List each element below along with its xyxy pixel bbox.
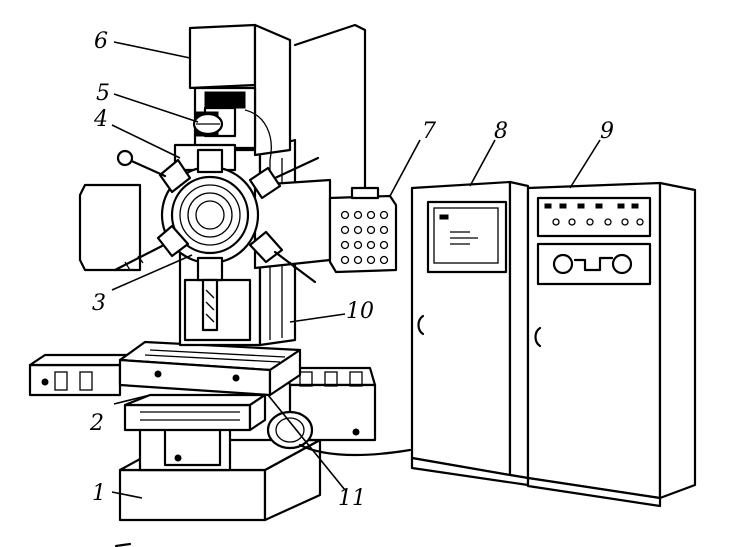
- pendant-buttons: [340, 210, 389, 265]
- spindle-upper-right: [248, 156, 320, 200]
- callout-9: 9: [600, 119, 614, 144]
- pendant-control: [328, 186, 398, 274]
- drive-motor-lower: [266, 410, 412, 457]
- cabinet-9-switches: [544, 203, 644, 226]
- cabinet-8: [410, 180, 530, 487]
- callout-1: 1: [92, 481, 106, 506]
- turret-head: [113, 143, 320, 332]
- spindle-up: [196, 148, 224, 174]
- callout-7: 7: [422, 119, 436, 144]
- drive-gear: [192, 112, 224, 136]
- callout-6: 6: [94, 29, 108, 54]
- spindle-lower-left: [113, 224, 190, 272]
- callout-labels: 6 5 4 3 2 1 7 8 9 10 11: [89, 29, 614, 511]
- stray-mark: [114, 542, 132, 547]
- work-table: [118, 340, 302, 397]
- spindle-lower-right: [248, 230, 317, 284]
- callout-leaders: [111, 41, 601, 499]
- callout-10: 10: [346, 299, 374, 324]
- spindle-down: [196, 256, 224, 332]
- callout-2: 2: [89, 411, 104, 436]
- machine-base: [118, 418, 322, 522]
- callout-4: 4: [93, 107, 108, 132]
- callout-11: 11: [338, 486, 366, 511]
- cabinet-9: [526, 181, 697, 508]
- callout-5: 5: [96, 81, 110, 106]
- callout-8: 8: [494, 119, 508, 144]
- spindle-upper-left: [116, 149, 192, 194]
- control-cable: [244, 23, 367, 197]
- callout-3: 3: [92, 291, 106, 316]
- cross-slide: [123, 393, 267, 432]
- motor-housing: [188, 23, 292, 157]
